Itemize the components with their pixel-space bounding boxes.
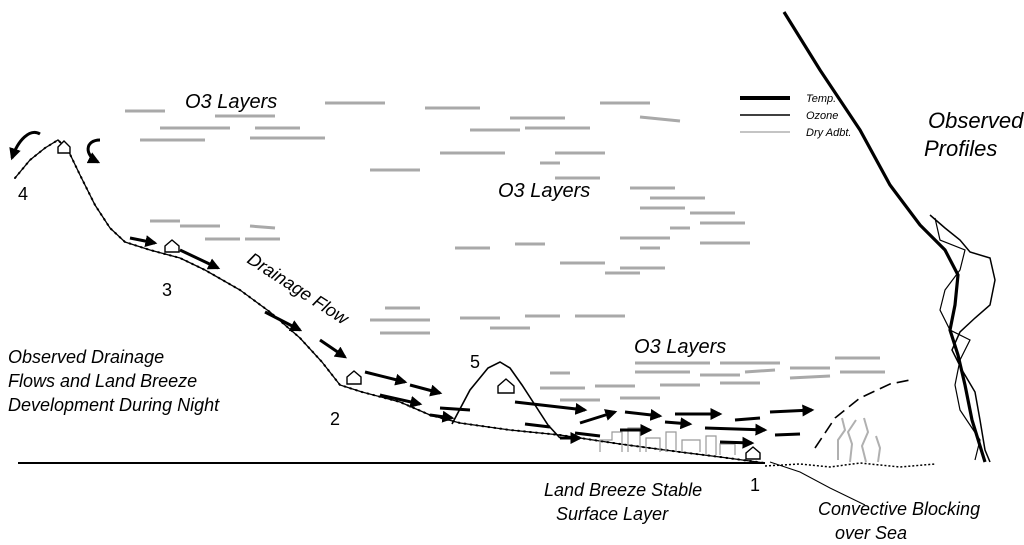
convective-plumes <box>837 417 882 463</box>
temp-profile-line <box>782 11 987 463</box>
profiles-label-line1: Observed <box>928 108 1024 133</box>
observed-label-line1: Observed Drainage <box>8 347 164 367</box>
terrain-outline <box>14 139 766 464</box>
land-breeze-label-line2: Surface Layer <box>556 504 669 524</box>
observed-label-line3: Development During Night <box>8 395 220 415</box>
convective-label-line1: Convective Blocking <box>818 499 980 519</box>
site-number-1: 1 <box>750 475 760 495</box>
o3-layers-label-top: O3 Layers <box>185 91 277 113</box>
hill-outline <box>451 361 561 439</box>
land-breeze-label-line1: Land Breeze Stable <box>544 480 702 500</box>
legend-dry-label: Dry Adbt. <box>806 127 851 139</box>
pointer-line <box>769 461 866 506</box>
o3-layers-label-low: O3 Layers <box>634 336 726 358</box>
ozone-profile-line-2 <box>934 217 981 461</box>
legend: Temp. Ozone Dry Adbt. <box>740 93 851 139</box>
o3-layer-dashes <box>125 101 885 402</box>
o3-layers-label-middle: O3 Layers <box>498 180 590 202</box>
sea-surface <box>764 462 936 468</box>
building-icons <box>57 140 761 460</box>
profiles-label-line2: Profiles <box>924 136 997 161</box>
flow-dash-segments <box>439 406 801 438</box>
site-number-4: 4 <box>18 184 28 204</box>
drainage-flow-arrows <box>129 235 815 449</box>
observed-profiles <box>782 11 996 463</box>
observed-label-line2: Flows and Land Breeze <box>8 371 197 391</box>
convective-label-line2: over Sea <box>835 523 907 543</box>
site-number-5: 5 <box>470 352 480 372</box>
land-breeze-boundary <box>814 379 911 449</box>
ozone-profile-line <box>929 214 996 463</box>
legend-temp-label: Temp. <box>806 93 836 105</box>
drainage-flow-label: Drainage Flow <box>244 249 353 330</box>
site-number-2: 2 <box>330 409 340 429</box>
peak-curl-arrows <box>9 131 101 164</box>
city-skyline <box>599 427 736 455</box>
legend-ozone-label: Ozone <box>806 110 838 122</box>
site-number-3: 3 <box>162 280 172 300</box>
